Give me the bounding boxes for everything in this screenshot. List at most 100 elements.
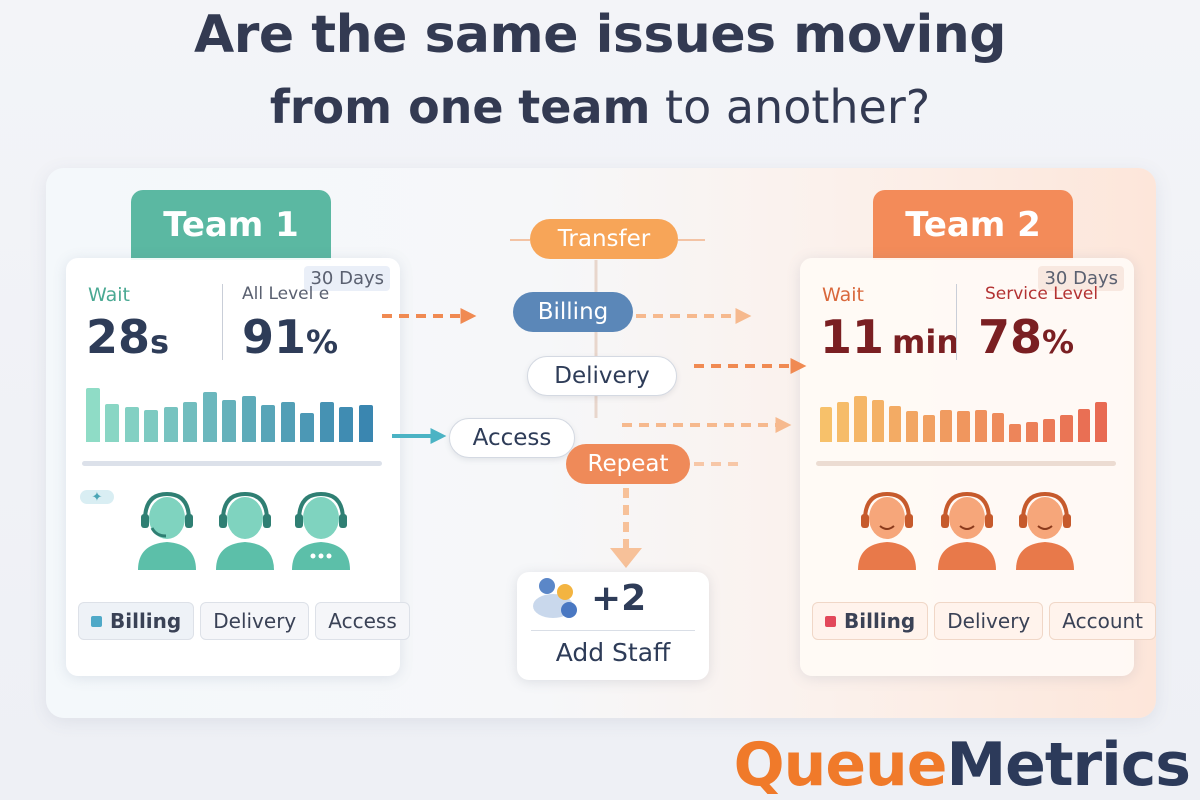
headset-agent-icon	[216, 491, 274, 570]
chip-account[interactable]: Account	[1049, 602, 1157, 640]
service-level-value: 78%	[978, 310, 1074, 364]
agent-group	[66, 486, 400, 570]
brand-part-1: Queue	[733, 730, 948, 800]
metric-divider	[956, 284, 957, 360]
team-2-tab[interactable]: Team 2	[873, 190, 1073, 260]
trend-bar	[957, 411, 970, 442]
trend-bar	[358, 405, 373, 442]
chip-label: Delivery	[213, 609, 297, 633]
transfer-badge[interactable]: Transfer	[530, 219, 678, 259]
headset-agent-icon	[292, 491, 350, 570]
team-1-card: 30 Days Wait 28s All Level e 91% ✦	[66, 258, 410, 676]
headline-to-another: to another?	[665, 80, 931, 134]
trend-bar	[105, 404, 120, 442]
trend-bar	[1043, 419, 1056, 442]
billing-badge[interactable]: Billing	[513, 292, 633, 332]
trend-bar	[124, 407, 139, 442]
trend-bar	[86, 388, 100, 442]
chip-delivery[interactable]: Delivery	[934, 602, 1044, 640]
trend-bar	[183, 402, 198, 442]
service-level-unit: %	[1042, 323, 1075, 361]
trend-bar	[163, 407, 178, 442]
staff-divider	[531, 630, 695, 631]
repeat-badge[interactable]: Repeat	[566, 444, 690, 484]
metric-divider	[222, 284, 223, 360]
trend-bar	[837, 402, 850, 442]
trend-bar	[339, 407, 354, 442]
wait-value: 28s	[86, 310, 169, 364]
chip-label: Billing	[844, 609, 916, 633]
issue-chips: Billing Delivery Account	[812, 602, 1157, 640]
service-level-value: 91%	[242, 310, 338, 364]
trend-bar	[241, 396, 256, 442]
sparkle-icon: ✦	[80, 490, 114, 504]
chip-delivery[interactable]: Delivery	[200, 602, 310, 640]
trend-bar	[974, 410, 987, 442]
headline-team: team	[518, 80, 651, 134]
trend-bar	[888, 406, 901, 442]
staff-count: +2	[591, 578, 647, 619]
trend-bar	[261, 405, 276, 442]
trend-bar	[923, 415, 936, 442]
timeline-track	[816, 461, 1116, 466]
wait-number: 28	[86, 310, 151, 364]
headline-line-2: from one team to another?	[0, 80, 1200, 134]
access-badge[interactable]: Access	[449, 418, 575, 458]
wait-number: 11	[820, 310, 885, 364]
period-badge[interactable]: 30 Days	[304, 266, 390, 291]
agent-group	[800, 486, 1134, 570]
trend-bar	[144, 410, 159, 442]
add-staff-label: Add Staff	[555, 638, 671, 667]
trend-bar	[1060, 415, 1073, 442]
wait-label: Wait	[822, 284, 864, 306]
service-level-number: 91	[242, 310, 307, 364]
trend-bar	[280, 402, 295, 442]
service-level-number: 78	[978, 310, 1043, 364]
wait-unit: min	[892, 323, 960, 361]
brand-logo: QueueMetrics	[733, 730, 1191, 800]
wait-unit: s	[150, 323, 170, 361]
headset-agent-icon	[138, 491, 196, 570]
headset-agent-icon	[1016, 491, 1074, 570]
chip-billing[interactable]: Billing	[812, 602, 929, 640]
chip-label: Delivery	[947, 609, 1031, 633]
period-badge[interactable]: 30 Days	[1038, 266, 1124, 291]
chip-label: Billing	[110, 609, 182, 633]
chip-marker	[825, 615, 836, 627]
chip-label: Account	[1062, 609, 1144, 633]
trend-bar	[1094, 402, 1107, 442]
trend-bar	[991, 413, 1004, 442]
trend-bar	[319, 402, 334, 442]
trend-bar	[222, 400, 237, 442]
staff-group-icon	[533, 578, 577, 618]
service-level-label: Service Level	[985, 284, 1099, 304]
delivery-badge[interactable]: Delivery	[527, 356, 677, 396]
trend-bar	[871, 400, 884, 442]
wait-trend-bars	[86, 378, 378, 442]
wait-trend-bars	[820, 378, 1112, 442]
chip-marker	[91, 615, 102, 627]
trend-bar	[940, 410, 953, 442]
trend-bar	[1008, 424, 1022, 442]
trend-bar	[1026, 422, 1039, 442]
trend-bar	[854, 396, 867, 442]
headline-from-one: from one	[269, 80, 504, 134]
trend-bar	[905, 411, 919, 442]
brand-part-2: Metrics	[946, 730, 1191, 800]
wait-label: Wait	[88, 284, 130, 306]
trend-bar	[300, 413, 315, 442]
trend-bar	[820, 407, 833, 442]
trend-bar	[1077, 409, 1090, 442]
team-1-tab[interactable]: Team 1	[131, 190, 331, 260]
chip-label: Access	[328, 609, 397, 633]
timeline-track	[82, 461, 382, 466]
service-level-label: All Level e	[242, 284, 330, 304]
headset-agent-icon	[858, 491, 916, 570]
chip-billing[interactable]: Billing	[78, 602, 195, 640]
chip-access[interactable]: Access	[315, 602, 410, 640]
headline-line-1: Are the same issues moving	[193, 5, 1007, 65]
trend-bar	[202, 392, 217, 442]
add-staff-card[interactable]: +2 Add Staff	[517, 572, 709, 680]
